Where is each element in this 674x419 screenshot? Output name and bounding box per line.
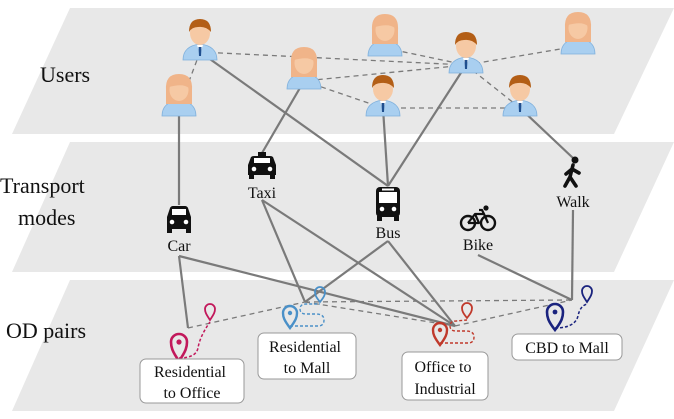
mode-od-edge-walk-cbd-mall	[570, 209, 575, 301]
od-node-res-mall: Residential to Mall	[257, 286, 357, 380]
od-label-res-office: Residential to Office	[154, 364, 230, 402]
bicycle-icon	[459, 205, 497, 232]
modes-layer-label: Transport modes	[0, 173, 90, 230]
edge-layer	[177, 45, 579, 329]
mode-node-car: Car	[167, 206, 191, 255]
od-link-edge-res-mall-office-ind	[304, 301, 456, 327]
social-edge-u4-u5	[303, 64, 467, 82]
route-map-pin-icon	[169, 303, 216, 364]
users-layer-label: Users	[40, 62, 90, 87]
od-node-res-office: Residential to Office	[139, 303, 245, 404]
pedestrian-icon	[563, 156, 581, 188]
mode-label-taxi: Taxi	[248, 185, 277, 202]
mode-label-car: Car	[167, 238, 191, 255]
mode-node-bike: Bike	[459, 205, 497, 254]
od-label-cbd-mall: CBD to Mall	[525, 340, 609, 357]
car-icon	[167, 206, 191, 233]
mode-od-edge-car-res-office	[177, 255, 190, 329]
mode-node-bus: Bus	[376, 187, 401, 242]
mode-od-edge-bus-res-mall	[304, 240, 389, 303]
route-map-pin-icon	[281, 286, 326, 331]
mode-node-taxi: Taxi	[248, 152, 277, 202]
od-node-office-ind: Office to Industrial	[401, 302, 489, 401]
mode-od-edge-car-office-ind	[178, 254, 456, 328]
od-label-office-ind: Office to Industrial	[414, 359, 476, 398]
user-mode-edge-u1-bus	[199, 51, 389, 187]
modes-plane	[12, 142, 674, 272]
taxi-icon	[248, 152, 276, 179]
od-node-cbd-mall: CBD to Mall	[511, 285, 623, 361]
od-label-res-mall: Residential to Mall	[269, 339, 345, 377]
mode-label-bus: Bus	[376, 225, 401, 242]
mode-od-edge-bike-cbd-mall	[477, 254, 573, 301]
od-layer-label: OD pairs	[6, 318, 86, 343]
route-map-pin-icon	[431, 302, 475, 348]
mode-od-edge-bus-office-ind	[387, 240, 456, 327]
mode-label-walk: Walk	[556, 194, 589, 211]
user-mode-edge-u7-bus	[381, 107, 390, 187]
user-mode-edge-u4-bus	[387, 64, 467, 187]
mode-node-walk: Walk	[556, 156, 590, 211]
mode-label-bike: Bike	[463, 237, 493, 254]
bus-icon	[376, 187, 400, 221]
mode-od-edge-taxi-res-mall	[260, 199, 307, 303]
social-edge-u4-u6	[465, 45, 579, 66]
user-mode-edge-u5-taxi	[261, 80, 305, 154]
route-map-pin-icon	[545, 285, 593, 333]
